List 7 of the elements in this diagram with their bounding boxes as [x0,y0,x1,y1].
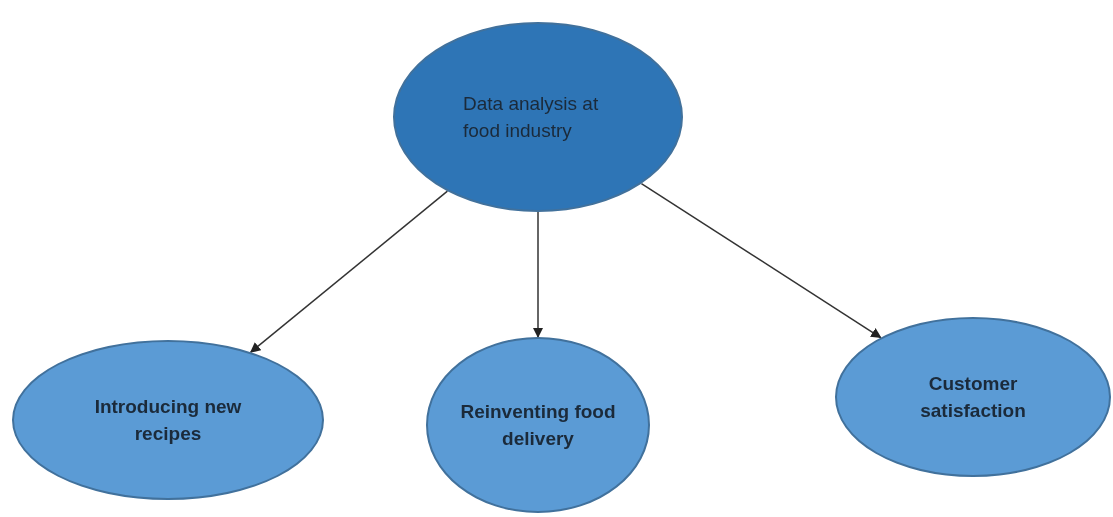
arrow [532,211,544,339]
node-label: Customer satisfaction [919,372,1027,423]
node-label: Reinventing food delivery [459,400,617,451]
arrow [250,190,449,353]
node-label: Introducing new recipes [93,395,243,446]
node-label: Data analysis at food industry [463,92,600,143]
arrow [640,182,882,339]
